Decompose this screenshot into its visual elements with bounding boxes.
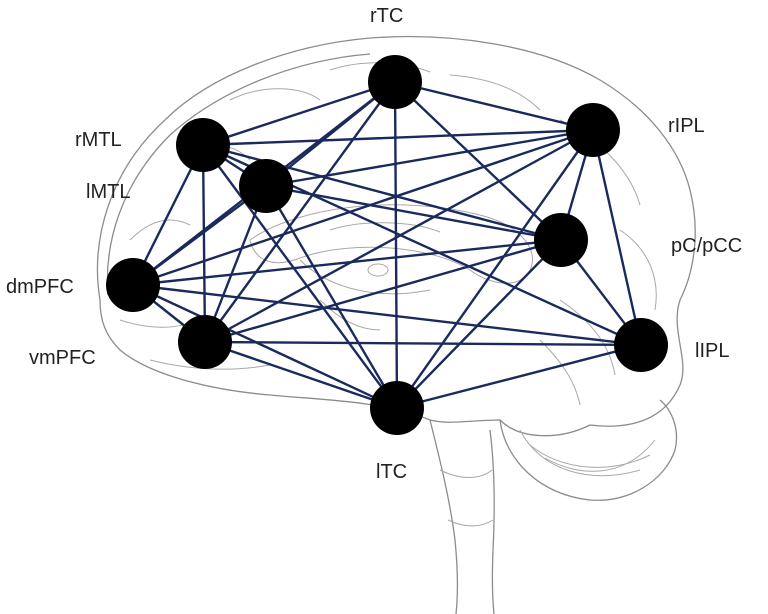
label-rIPL: rIPL (668, 115, 705, 137)
edge-rMTL-rIPL (201, 128, 595, 147)
edge-rTC-rMTL (201, 80, 397, 147)
edge-rTC-lTC (393, 80, 399, 410)
edge-lMTL-vmPFC (203, 184, 268, 344)
node-rMTL (176, 118, 230, 172)
label-rMTL: rMTL (75, 129, 122, 151)
edge-lMTL-rIPL (264, 128, 595, 188)
label-lTC: lTC (376, 461, 407, 483)
region-labels: rTC rIPL rMTL lMTL pC/pCC dmPFC vmPFC lI… (6, 5, 742, 483)
node-rTC (368, 55, 422, 109)
label-pCpCC: pC/pCC (671, 235, 742, 257)
edge-vmPFC-lIPL (203, 340, 643, 347)
node-lMTL (239, 159, 293, 213)
label-vmPFC: vmPFC (29, 347, 96, 369)
edge-rIPL-vmPFC (203, 128, 595, 344)
edge-pCpCC-dmPFC (131, 238, 563, 287)
label-rTC: rTC (370, 5, 403, 27)
edge-dmPFC-lTC (131, 283, 399, 410)
edge-rTC-vmPFC (203, 80, 397, 344)
edge-rIPL-dmPFC (131, 128, 595, 287)
label-lIPL: lIPL (695, 340, 729, 362)
node-lTC (370, 381, 424, 435)
edge-lTC-lIPL (395, 343, 643, 410)
edge-rIPL-lTC (395, 128, 595, 410)
edge-lMTL-pCpCC (264, 184, 563, 242)
edge-lMTL-lTC (264, 184, 399, 410)
connection-edges (131, 80, 643, 410)
label-dmPFC: dmPFC (6, 276, 74, 298)
edge-rMTL-vmPFC (201, 143, 207, 344)
edge-pCpCC-lTC (395, 238, 563, 410)
node-vmPFC (178, 315, 232, 369)
node-rIPL (566, 103, 620, 157)
edge-rTC-rIPL (393, 80, 595, 132)
node-dmPFC (106, 258, 160, 312)
edge-rIPL-lIPL (591, 128, 643, 347)
label-lMTL: lMTL (86, 181, 130, 203)
node-lIPL (614, 318, 668, 372)
edge-lMTL-dmPFC (131, 184, 268, 287)
region-nodes (106, 55, 668, 435)
node-pCpCC (534, 213, 588, 267)
edge-pCpCC-vmPFC (203, 238, 563, 344)
edge-dmPFC-lIPL (131, 283, 643, 347)
edge-vmPFC-lTC (203, 340, 399, 410)
edge-rMTL-lTC (201, 143, 399, 410)
